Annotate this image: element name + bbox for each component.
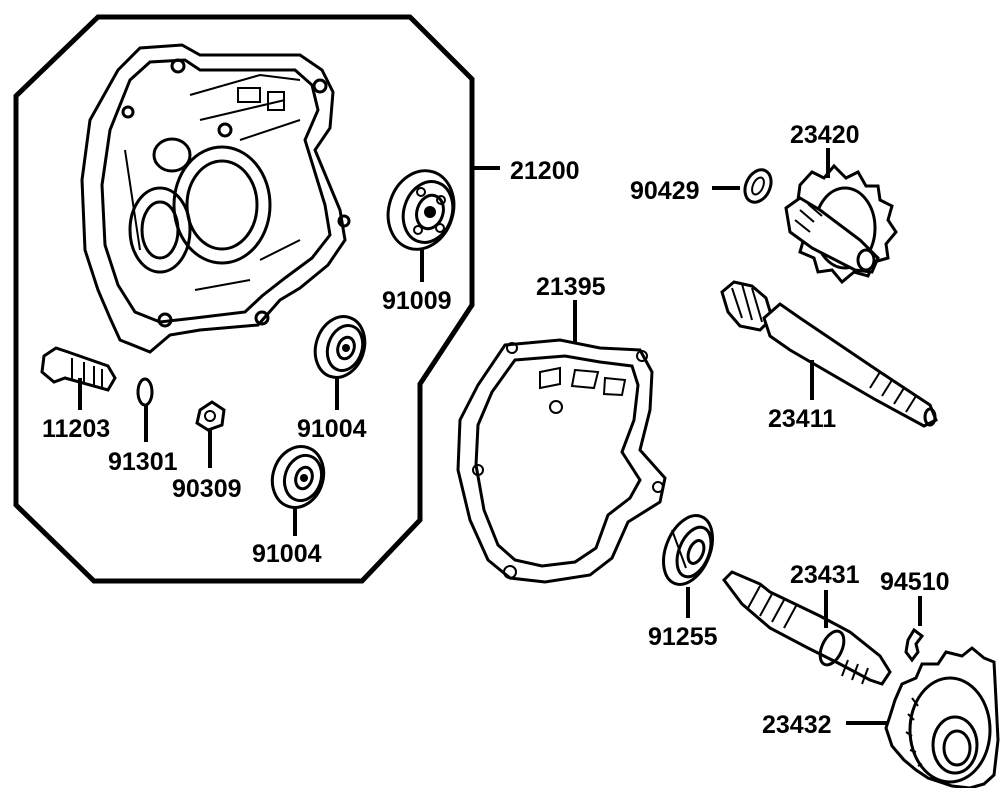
transmission-cover-part bbox=[80, 43, 351, 354]
bearing-91009-part bbox=[386, 169, 456, 251]
label-11203: 11203 bbox=[42, 415, 110, 443]
shaft-23431-part bbox=[722, 570, 892, 686]
label-23420: 23420 bbox=[790, 121, 860, 149]
gear-23432-part bbox=[884, 646, 1000, 788]
nut-90309-part bbox=[195, 400, 226, 432]
label-91255: 91255 bbox=[648, 623, 718, 651]
label-91004-lower: 91004 bbox=[252, 540, 322, 568]
label-23431: 23431 bbox=[790, 561, 860, 589]
label-91301: 91301 bbox=[108, 448, 178, 476]
washer-90429-part bbox=[743, 168, 773, 204]
bearing-91255-part bbox=[662, 514, 714, 586]
label-21395: 21395 bbox=[536, 273, 606, 301]
label-90429: 90429 bbox=[630, 177, 700, 205]
label-23432: 23432 bbox=[762, 711, 832, 739]
gasket-21395-part bbox=[456, 338, 667, 584]
label-94510: 94510 bbox=[880, 568, 950, 596]
circlip-94510-part bbox=[904, 627, 925, 663]
bearing-91004-lower-part bbox=[270, 445, 326, 509]
label-23411: 23411 bbox=[768, 405, 836, 433]
gear-23420-part bbox=[784, 163, 898, 285]
bolt-11203-part bbox=[40, 346, 117, 392]
label-91009: 91009 bbox=[382, 287, 452, 315]
label-21200: 21200 bbox=[510, 157, 580, 185]
label-91004-upper: 91004 bbox=[297, 415, 367, 443]
shaft-23411-part bbox=[720, 280, 938, 428]
bearing-91004-upper-part bbox=[313, 315, 367, 379]
washer-91301-part bbox=[136, 377, 154, 407]
label-90309: 90309 bbox=[172, 475, 242, 503]
group-frame-21200 bbox=[13, 14, 475, 584]
